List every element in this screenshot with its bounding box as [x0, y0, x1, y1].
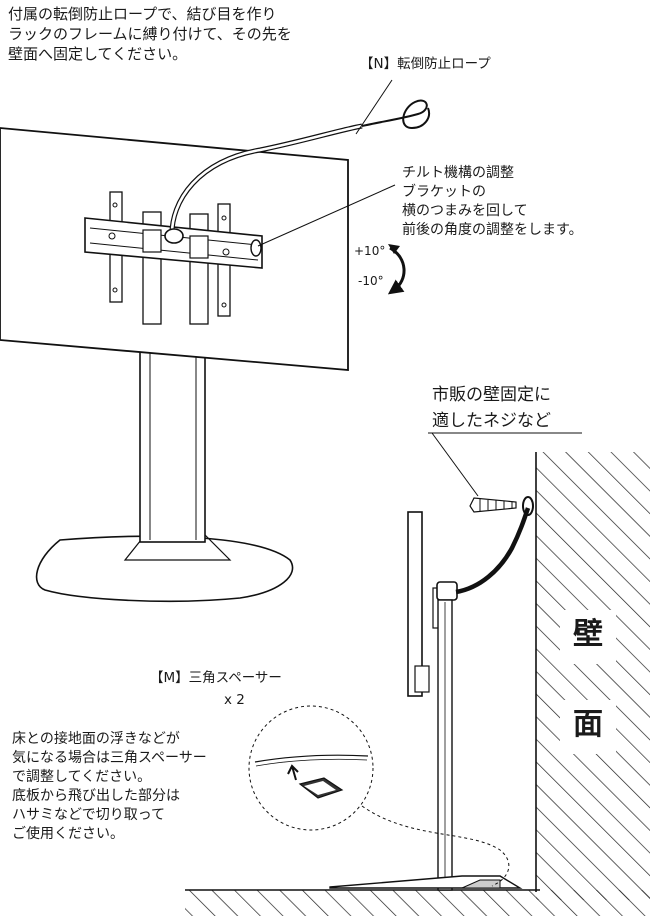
floor-note-line: ご使用ください。: [12, 826, 124, 842]
spacer-label: 【M】三角スペーサー: [150, 670, 282, 686]
floor-note-line: ハサミなどで切り取って: [12, 807, 166, 823]
screw-note: 市販の壁固定に 適したネジなど: [432, 382, 551, 434]
rope-leader-line: [355, 79, 393, 135]
tilt-arrow: [387, 246, 406, 295]
instruction-line: 付属の転倒防止ロープで、結び目を作り: [8, 5, 277, 23]
floor-note-line: で調整してください。: [12, 769, 152, 785]
tilt-note-line: ブラケットの: [402, 184, 486, 200]
floor-note: 床との接地面の浮きなどが 気になる場合は三角スペーサー で調整してください。 底…: [12, 730, 207, 844]
instruction-line: ラックのフレームに縛り付けて、その先を: [8, 25, 292, 43]
instructions-top: 付属の転倒防止ロープで、結び目を作り ラックのフレームに縛り付けて、その先を 壁…: [8, 4, 292, 64]
wall-label-char: 壁: [573, 617, 603, 652]
tilt-minus-label: -10°: [358, 274, 384, 288]
screw-leader-line: [431, 432, 479, 497]
rope-label: 【N】転倒防止ロープ: [360, 56, 491, 72]
tilt-note-line: 前後の角度の調整をします。: [402, 222, 583, 238]
tv-stand-front-view: [0, 99, 430, 603]
spacer-quantity: x 2: [224, 692, 245, 708]
wall-screw: [469, 497, 517, 513]
wall-label-char: 面: [573, 707, 603, 742]
floor: [185, 889, 650, 916]
tilt-leader-line: [257, 184, 396, 247]
floor-note-line: 気になる場合は三角スペーサー: [12, 750, 207, 766]
base-plate: [35, 535, 294, 603]
tilt-note-line: チルト機構の調整: [402, 165, 514, 181]
tilt-note-line: 横のつまみを回して: [402, 203, 528, 219]
screw-note-line: 市販の壁固定に: [432, 385, 551, 405]
wall: [535, 452, 650, 900]
tv-stand-side-view: [329, 496, 534, 891]
floor-note-line: 底板から飛び出した部分は: [12, 788, 180, 804]
tilt-note: チルト機構の調整 ブラケットの 横のつまみを回して 前後の角度の調整をします。: [402, 164, 583, 240]
tilt-plus-label: +10°: [354, 244, 386, 258]
floor-note-line: 床との接地面の浮きなどが: [12, 731, 180, 747]
screw-note-line: 適したネジなど: [432, 411, 551, 431]
spacer-detail: [248, 705, 510, 887]
instruction-line: 壁面へ固定してください。: [8, 45, 188, 63]
